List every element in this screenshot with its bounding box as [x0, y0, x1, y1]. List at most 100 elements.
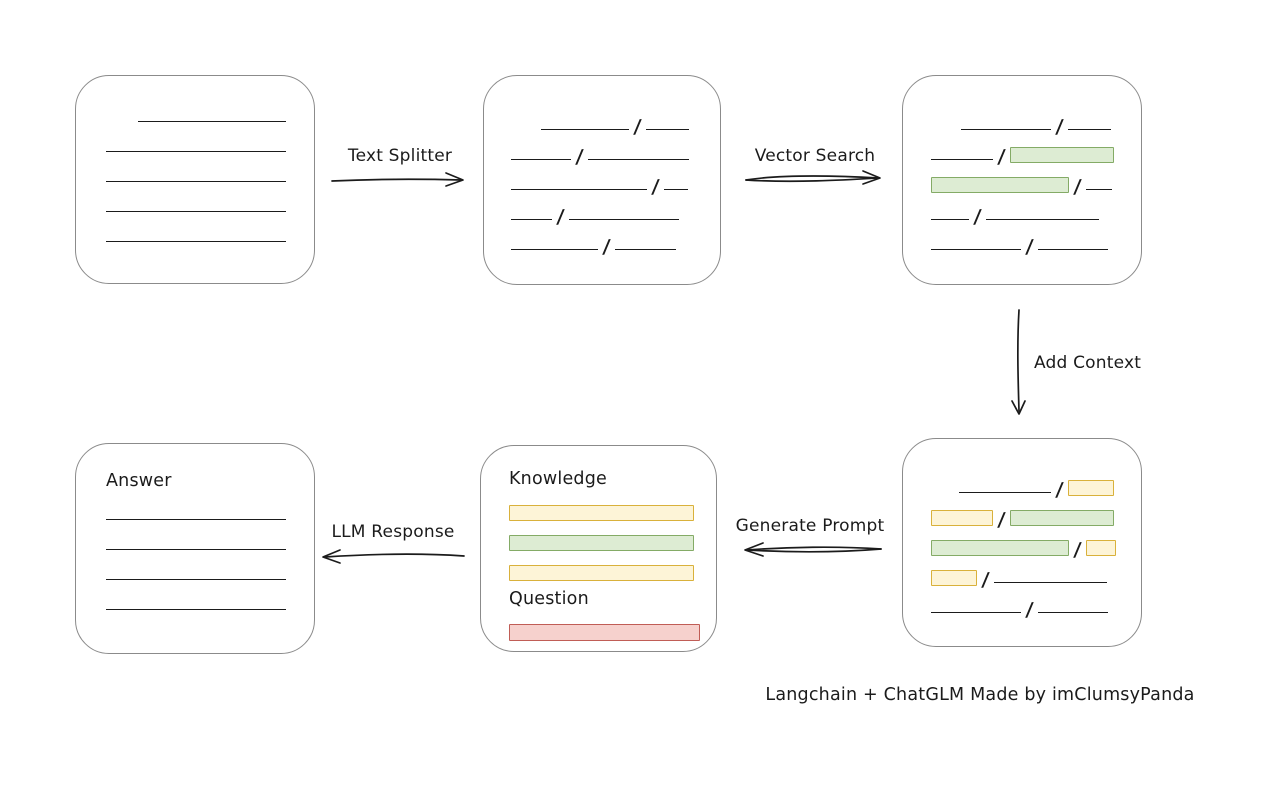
box-row: /: [931, 467, 1123, 501]
text-line: [1067, 129, 1111, 130]
text-line: [511, 189, 647, 190]
document-box-rows: [106, 96, 290, 246]
text-line: [106, 241, 286, 242]
text-line: [541, 129, 629, 130]
text-line: [614, 249, 676, 250]
box-row: [106, 494, 290, 524]
box-row: /: [511, 194, 700, 228]
box-row: [509, 492, 700, 522]
text-line: [959, 492, 1051, 493]
box-row: /: [931, 527, 1123, 561]
box-row: [106, 524, 290, 554]
text-line: [1037, 612, 1108, 613]
yellow-chunk: [931, 570, 977, 586]
green-chunk: [1009, 147, 1114, 163]
text-splitter-arrow-icon: [331, 172, 464, 187]
box-row: [106, 554, 290, 584]
box-row: [106, 186, 290, 216]
text-splitter-label: Text Splitter: [347, 146, 453, 166]
text-line: [106, 519, 286, 520]
box-label: Knowledge: [509, 469, 607, 489]
box-row: [509, 552, 700, 582]
vector-search-arrow-icon: [745, 170, 881, 185]
answer-box: Answer: [75, 443, 315, 654]
text-line: [106, 211, 286, 212]
box-row: /: [931, 587, 1123, 621]
text-line: [511, 219, 552, 220]
box-row: /: [511, 164, 700, 198]
text-line: [587, 159, 689, 160]
box-row: /: [931, 557, 1123, 591]
chunk-separator: /: [1024, 599, 1035, 621]
generate-prompt-label: Generate Prompt: [735, 516, 885, 536]
box-row: /: [931, 224, 1123, 258]
text-line: [511, 159, 571, 160]
red-chunk: [509, 624, 700, 641]
box-row: [106, 96, 290, 126]
add-context-arrow-icon: [1011, 309, 1026, 415]
text-line: [645, 129, 689, 130]
box-row: /: [931, 164, 1123, 198]
text-line: [106, 609, 286, 610]
text-line: [931, 159, 993, 160]
box-row: /: [511, 224, 700, 258]
document-box: [75, 75, 315, 284]
text-line: [931, 612, 1021, 613]
context-chunks-box-rows: /////: [931, 467, 1123, 621]
green-chunk: [931, 540, 1069, 556]
footer-caption: Langchain + ChatGLM Made by imClumsyPand…: [765, 685, 1195, 705]
split-chunks-box: /////: [483, 75, 721, 285]
box-label: Question: [509, 589, 589, 609]
matched-chunks-box: /////: [902, 75, 1142, 285]
box-row: [509, 612, 700, 642]
text-line: [568, 219, 679, 220]
box-row: Answer: [106, 464, 290, 494]
box-row: /: [511, 104, 700, 138]
text-line: [931, 249, 1021, 250]
text-line: [511, 249, 598, 250]
box-row: [106, 156, 290, 186]
text-line: [106, 151, 286, 152]
text-line: [1037, 249, 1108, 250]
yellow-chunk: [509, 565, 694, 581]
text-line: [106, 181, 286, 182]
box-row: [106, 216, 290, 246]
yellow-chunk: [509, 505, 694, 521]
text-line: [1085, 189, 1112, 190]
llm-response-label: LLM Response: [331, 522, 455, 542]
answer-box-rows: Answer: [106, 464, 290, 614]
text-line: [931, 219, 969, 220]
text-line: [985, 219, 1099, 220]
box-label: Answer: [106, 471, 172, 491]
generate-prompt-arrow-icon: [744, 542, 882, 557]
text-line: [106, 549, 286, 550]
box-row: Question: [509, 582, 700, 612]
vector-search-label: Vector Search: [754, 146, 876, 166]
text-line: [993, 582, 1107, 583]
green-chunk: [1009, 510, 1114, 526]
chunk-separator: /: [601, 236, 612, 258]
box-row: [106, 584, 290, 614]
context-chunks-box: /////: [902, 438, 1142, 647]
chunk-separator: /: [1024, 236, 1035, 258]
text-line: [961, 129, 1051, 130]
text-line: [106, 579, 286, 580]
yellow-chunk: [1085, 540, 1116, 556]
llm-response-arrow-icon: [322, 549, 465, 564]
box-row: /: [931, 194, 1123, 228]
box-row: Knowledge: [509, 462, 700, 492]
green-chunk: [931, 177, 1069, 193]
text-line: [138, 121, 286, 122]
yellow-chunk: [1067, 480, 1114, 496]
box-row: /: [931, 497, 1123, 531]
yellow-chunk: [931, 510, 993, 526]
box-row: [106, 126, 290, 156]
box-row: [509, 522, 700, 552]
box-row: /: [931, 104, 1123, 138]
box-row: /: [931, 134, 1123, 168]
matched-chunks-box-rows: /////: [931, 104, 1123, 258]
add-context-label: Add Context: [1034, 353, 1142, 373]
